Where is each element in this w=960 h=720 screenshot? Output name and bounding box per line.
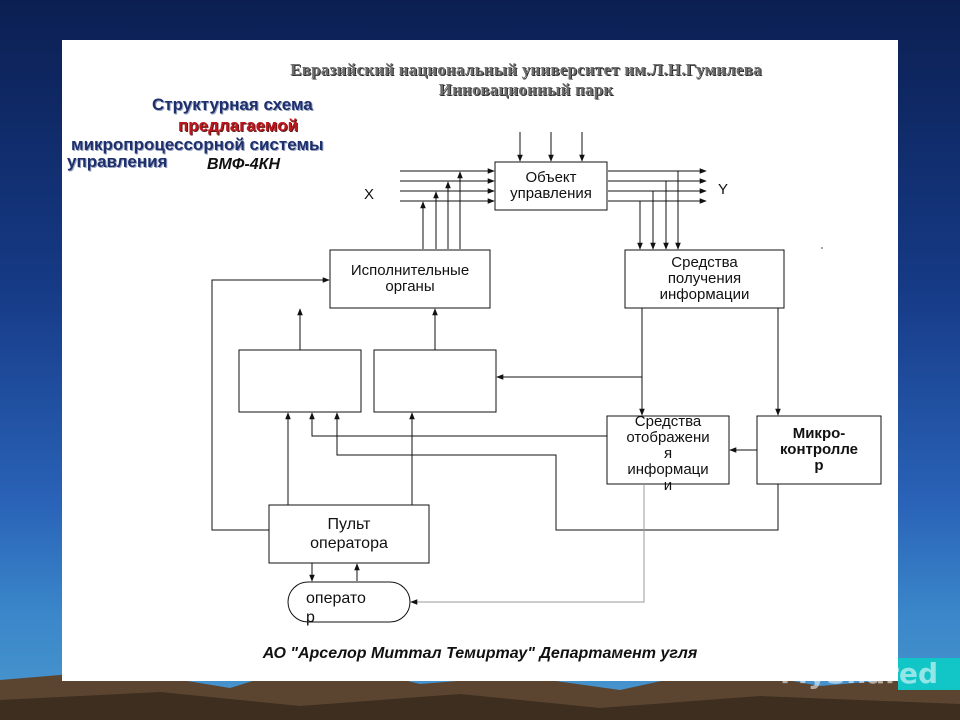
university-header: Евразийский национальный университет им.… (290, 60, 762, 79)
watermark-tab (898, 658, 960, 690)
display-means-box (606, 415, 730, 485)
empty-block-left (238, 349, 362, 413)
info-means-box (624, 249, 785, 309)
empty-block-right (373, 349, 497, 413)
structure-diagram (211, 132, 882, 623)
object-box (494, 161, 608, 211)
title-line-2: предлагаемой (178, 116, 299, 135)
display-means-label: Средства отображени я информаци и (626, 413, 710, 494)
system-code: ВМФ-4КН (207, 156, 280, 173)
park-header: Инновационный парк (438, 80, 614, 99)
console-label: Пульт оператора (310, 516, 388, 552)
executors-box (329, 249, 491, 309)
console-box (268, 504, 430, 564)
slide-canvas: Евразийский национальный университет им.… (62, 40, 898, 681)
operator-box (287, 581, 411, 623)
title-line-3: микропроцессорной системы (71, 135, 324, 154)
title-line-4: управления (67, 152, 168, 171)
footer-caption: АО "Арселор Миттал Темиртау" Департамент… (262, 645, 698, 662)
microcontroller-label: Микро- контролле р (779, 425, 859, 474)
executors-label: Исполнительные органы (350, 262, 470, 295)
operator-label: операто р (306, 590, 366, 626)
title-line-1: Структурная схема (152, 95, 313, 114)
object-label: Объект управления (510, 169, 592, 202)
info-means-label: Средства получения информации (659, 254, 750, 303)
y-label: Y (717, 181, 728, 198)
x-label: X (363, 186, 374, 203)
watermark-text: MyShared (780, 657, 938, 690)
